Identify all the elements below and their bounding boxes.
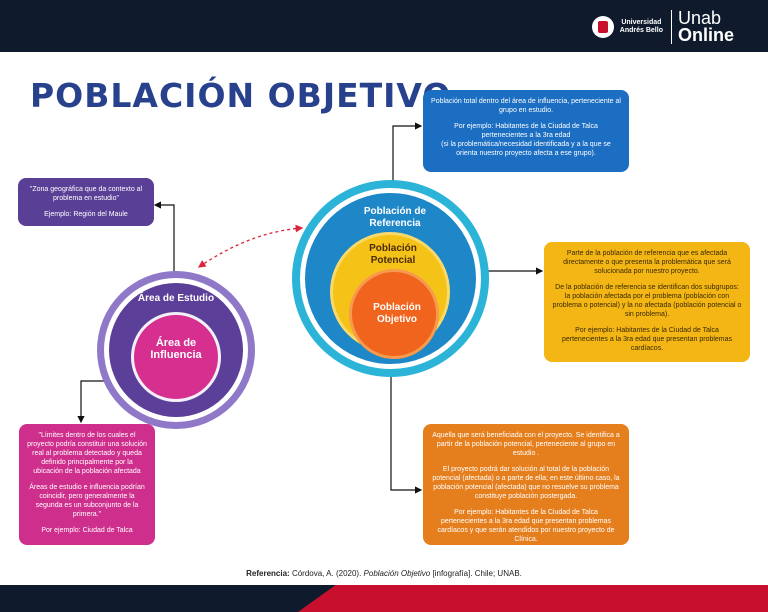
orange-box-example: Por ejemplo: Habitantes de la Ciudad de … — [437, 509, 615, 543]
university-line-2: Andrés Bello — [619, 27, 663, 34]
pink-box-note: Áreas de estudio e influencia podrían co… — [29, 484, 145, 518]
area-influencia-circle — [131, 312, 221, 402]
poblacion-potencial-label: Población Potencial — [369, 243, 417, 266]
poblacion-objetivo-label: Población Objetivo — [373, 302, 421, 325]
blue-box-example: Por ejemplo: Habitantes de la Ciudad de … — [441, 123, 611, 157]
purple-box-example: Ejemplo: Región del Maule — [44, 211, 128, 218]
orange-box-definition: Aquella que será beneficiada con el proy… — [432, 432, 620, 457]
yellow-box-definition: Parte de la población de referencia que … — [563, 250, 731, 275]
header-bar: Universidad Andrés Bello Unab Online — [0, 0, 768, 52]
reference-rest: [infografía]. Chile; UNAB. — [432, 569, 522, 578]
university-emblem-icon — [591, 16, 614, 38]
page-title: POBLACIÓN OBJETIVO — [30, 76, 452, 115]
area-estudio-label: Área de Estudio — [137, 293, 215, 304]
poblacion-objetivo-circle — [349, 269, 439, 359]
area-estudio-description: "Zona geográfica que da contexto al prob… — [18, 178, 154, 226]
orange-box-detail: El proyecto podrá dar solución al total … — [432, 466, 620, 500]
footer-red-accent — [298, 585, 768, 612]
logo-unab: Unab — [677, 8, 722, 28]
logo-divider — [670, 10, 672, 44]
reference-label: Referencia: — [246, 569, 290, 578]
area-influencia-description: "Límites dentro de los cuales el proyect… — [19, 424, 155, 545]
logo-online: Online — [677, 25, 734, 45]
relation-dashed-arrow — [197, 224, 304, 268]
reference-authors: Córdova, A. (2020). — [291, 569, 362, 578]
pink-box-example: Por ejemplo: Ciudad de Talca — [41, 527, 133, 534]
area-influencia-label: Área de Influencia — [150, 337, 202, 361]
poblacion-potencial-description: Parte de la población de referencia que … — [544, 242, 750, 362]
university-name: Universidad Andrés Bello — [620, 19, 663, 35]
logo-wordmark: Unab Online — [677, 8, 734, 45]
poblacion-referencia-label: Población de Referencia — [363, 206, 427, 229]
purple-box-definition: "Zona geográfica que da contexto al prob… — [29, 186, 143, 202]
footer-bar — [0, 585, 768, 612]
yellow-box-subgroups: De la población de referencia se identif… — [552, 284, 742, 318]
yellow-box-example: Por ejemplo: Habitantes de la Ciudad de … — [561, 327, 733, 352]
university-line-1: Universidad — [621, 19, 662, 26]
blue-box-definition: Población total dentro del área de influ… — [431, 98, 621, 114]
pink-box-definition: "Límites dentro de los cuales el proyect… — [27, 432, 147, 475]
reference-work-title: Población Objetivo — [363, 569, 431, 578]
reference-citation: Referencia: Córdova, A. (2020). Població… — [0, 569, 768, 578]
poblacion-referencia-description: Población total dentro del área de influ… — [423, 90, 629, 172]
poblacion-objetivo-description: Aquella que será beneficiada con el proy… — [423, 424, 629, 545]
unab-online-logo[interactable]: Universidad Andrés Bello Unab Online — [591, 8, 734, 46]
